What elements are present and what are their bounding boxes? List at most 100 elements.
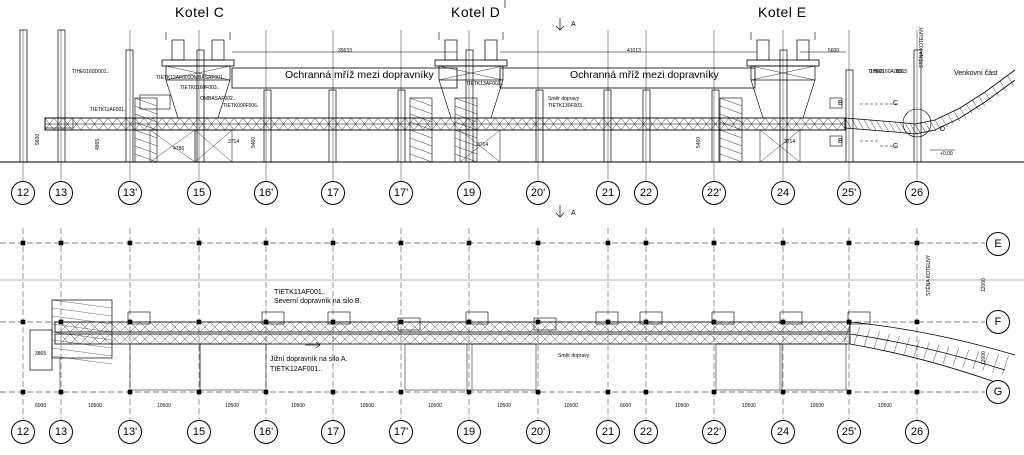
plan-bay-1	[199, 343, 267, 391]
column-4	[263, 89, 272, 163]
plan-diag-n2	[289, 321, 301, 333]
column-10	[642, 89, 651, 163]
boiler-title-d: Kotel D	[451, 4, 501, 20]
boiler-c-hopper-r	[211, 39, 225, 61]
plan-diag-n2	[689, 321, 701, 333]
plan-diag-n2	[239, 321, 251, 333]
incline-diag	[869, 119, 877, 131]
protective-grid-banner-1: Ochranná mříž mezi dopravníky	[285, 69, 434, 81]
stair-2-step	[409, 153, 433, 163]
north-conveyor-desc: Severní dopravník na silo B.	[274, 298, 362, 305]
incline-diag	[894, 121, 902, 133]
plan-col-f-14	[914, 319, 920, 325]
section-arrow-bottom	[555, 212, 565, 218]
plan-diag-s2	[589, 333, 601, 345]
column-9	[603, 89, 612, 163]
plan-curve-bottom	[849, 343, 996, 383]
boiler-title-e: Kotel E	[758, 4, 807, 20]
plan-curve-mid	[849, 333, 1006, 371]
axis-bubble-16p-elev: 16'	[254, 181, 278, 205]
plan-diag-s2	[569, 333, 581, 345]
plan-diag-s2	[439, 333, 451, 345]
plan-diag-s2	[459, 333, 471, 345]
plan-diag-n2	[339, 321, 351, 333]
support-x2-1	[194, 129, 233, 163]
plan-diag-n2	[459, 321, 471, 333]
elev-label-11: TIHE0160A003..	[868, 69, 905, 75]
support-frame-2	[459, 129, 501, 163]
plan-diag-s2	[769, 333, 781, 345]
plan-diag-n2	[469, 321, 481, 333]
plan-diag-s2	[609, 333, 621, 345]
elev-label-3: TIETK0160F003..	[180, 85, 220, 91]
truss-diag	[521, 117, 532, 131]
dim-6: 4786	[173, 146, 185, 152]
plan-diag-s2	[179, 333, 191, 345]
plan-diag-n2	[139, 321, 151, 333]
plan-diag-s2	[759, 333, 771, 345]
truss-diag	[665, 117, 676, 131]
stair-4-step	[719, 153, 743, 163]
boiler-d-tripper-top	[434, 59, 508, 67]
plan-diag-n2	[509, 321, 521, 333]
plan-diag-s2	[619, 333, 631, 345]
plan-diag-n2	[399, 321, 411, 333]
truss-diag	[809, 117, 820, 131]
plan-tripper-0	[127, 311, 151, 325]
truss-diag	[350, 117, 361, 131]
plan-diag-n2	[359, 321, 371, 333]
plan-diag-n2	[189, 321, 201, 333]
plan-diag-n2	[809, 321, 821, 333]
plan-diag-s2	[579, 333, 591, 345]
plan-diag-n2	[489, 321, 501, 333]
elev-label-10: TIETK130F003..	[548, 103, 585, 109]
truss-diag	[755, 117, 766, 131]
spacing-1: 6000	[35, 403, 47, 409]
dim-7: 3714	[228, 139, 240, 145]
truss-diag	[134, 117, 145, 131]
plan-col-g-2	[127, 389, 133, 395]
axis-bubble-24-elev: 24	[771, 181, 795, 205]
plan-diag-n2	[589, 321, 601, 333]
incline-diag	[941, 116, 948, 128]
plan-tripper-8	[711, 311, 735, 325]
dim-1: 35633	[338, 48, 352, 54]
protective-grid-2	[499, 67, 756, 89]
section-mark-bottom: A	[571, 210, 576, 217]
incline-diag	[1007, 75, 1014, 86]
truss-diag	[314, 117, 325, 131]
plan-tripper-5	[533, 317, 557, 331]
plan-diag-n2	[609, 321, 621, 333]
plan-diag-s2	[199, 333, 211, 345]
truss-diag	[305, 117, 316, 131]
plan-col-e-10	[643, 240, 649, 246]
wall-label-plan: STĚNA KOTELNY	[926, 254, 932, 296]
boiler-title-c: Kotel C	[175, 4, 225, 20]
plan-diag-n2	[649, 321, 661, 333]
axis-bubble-20p-plan: 20'	[526, 420, 550, 444]
truss-diag	[269, 117, 280, 131]
stair-4-step	[719, 145, 743, 155]
incline-diag	[919, 122, 927, 134]
truss-diag	[251, 117, 262, 131]
truss-diag	[719, 117, 730, 131]
elev-label-5: OMBASAF001..	[190, 75, 226, 81]
plan-conveyor-south	[54, 333, 851, 345]
truss-diag	[404, 117, 415, 131]
truss-diag	[215, 117, 226, 131]
truss-diag	[89, 117, 100, 131]
plan-diag-n2	[169, 321, 181, 333]
truss-diag	[773, 117, 784, 131]
stair-2-step	[409, 121, 433, 131]
column-2	[125, 49, 134, 163]
plan-diag-n2	[219, 321, 231, 333]
plan-bay-4	[715, 343, 781, 391]
dim-4: 5600	[35, 133, 41, 145]
plan-col-e-9	[605, 240, 611, 246]
truss-diag	[800, 117, 811, 131]
elev-label-1: TIHE0160D001..	[72, 69, 110, 75]
plan-col-e-12	[780, 240, 786, 246]
plan-diag-s2	[269, 333, 281, 345]
plan-col-g-6	[398, 389, 404, 395]
plan-diag-n2	[129, 321, 141, 333]
